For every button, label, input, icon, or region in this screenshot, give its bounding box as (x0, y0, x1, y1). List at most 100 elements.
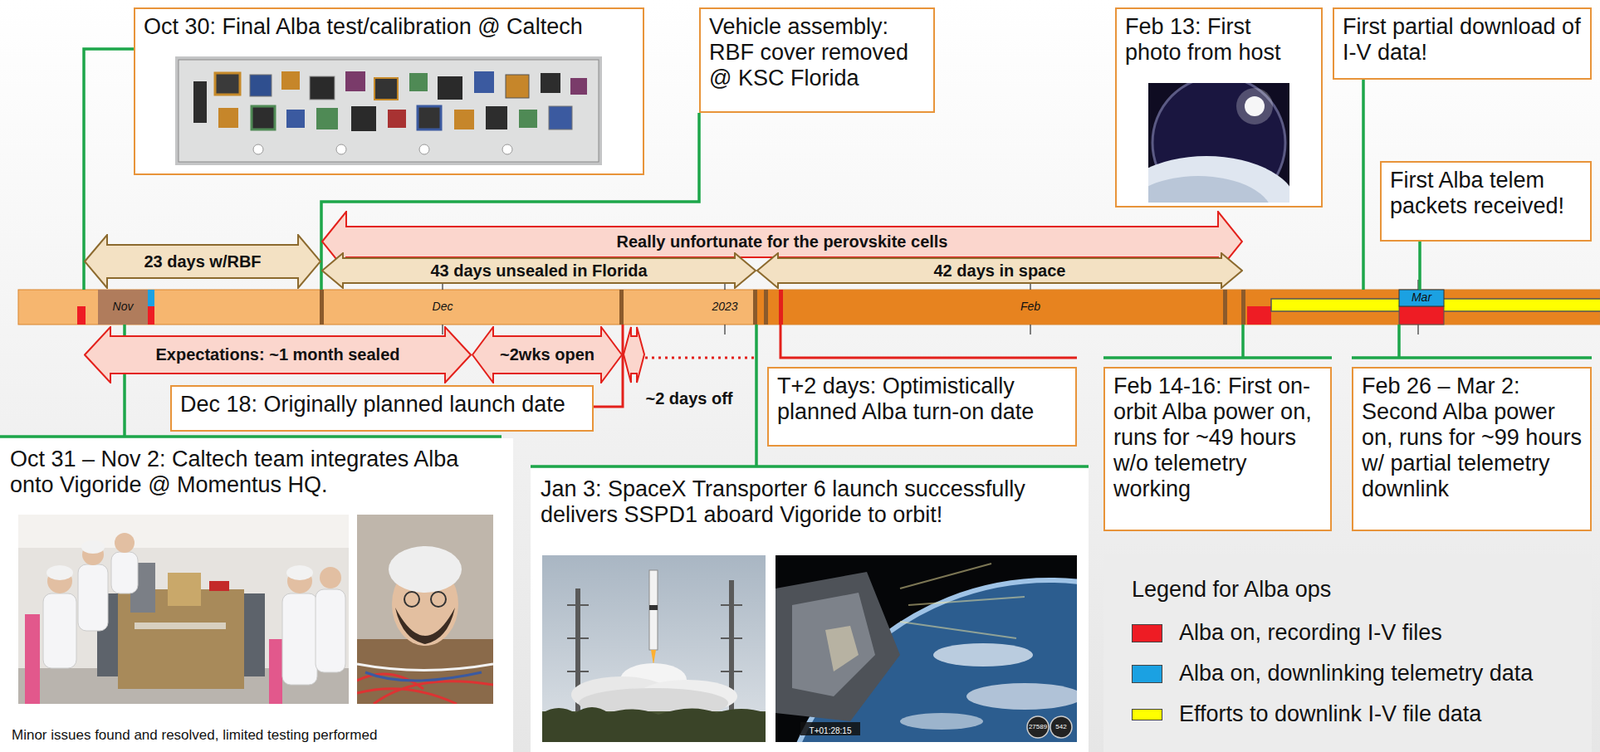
legend-swatch (1131, 624, 1163, 643)
green-leader-lines (1351, 356, 1592, 360)
legend-text: Efforts to downlink I-V file data (1179, 701, 1482, 728)
timeline-bar (1247, 306, 1272, 325)
timeline-bar (763, 289, 769, 325)
calibration-panel-photo (409, 73, 428, 92)
calibration-panel-photo (548, 106, 573, 130)
note-label: ~2 days off (645, 389, 733, 408)
timeline-bar (147, 306, 155, 325)
calibration-panel-photo (485, 106, 508, 130)
integration-photos (357, 664, 494, 671)
integration-photos (357, 674, 494, 705)
calibration-panel-photo (502, 144, 513, 155)
legend-swatch (1131, 665, 1163, 684)
integration-photos (134, 622, 226, 630)
calibration-panel-photo (518, 109, 538, 128)
calibration-panel-photo (540, 73, 561, 93)
launch-photos (775, 555, 1077, 743)
node-text: Feb 26 – Mar 2: Second Alba power on, ru… (1361, 373, 1582, 503)
launch-photos (792, 592, 876, 697)
legend-text: Alba on, recording I-V files (1179, 620, 1443, 646)
arrow-outline (84, 327, 471, 383)
timeline-bar (147, 289, 155, 307)
calibration-panel-photo (218, 107, 239, 128)
timeline-bar (18, 289, 757, 325)
integration-photos (388, 546, 462, 593)
timeline-bar (619, 289, 624, 325)
green-leader-lines (1397, 324, 1401, 358)
node-text: First partial download of I-V data! (1342, 14, 1582, 66)
host-camera-photo (1236, 88, 1273, 125)
launch-photos (1027, 716, 1049, 739)
red-leader-lines (645, 357, 755, 360)
span-arrow: 43 days unsealed in Florida (321, 252, 757, 289)
month-label: Dec (432, 300, 454, 314)
launch-photos (649, 605, 658, 611)
node-text: First Alba telem packets received! (1389, 167, 1582, 220)
node-text: Feb 13: First photo from host (1125, 14, 1313, 66)
timeline-bar (77, 306, 86, 325)
legend-entry: Alba on, recording I-V files (1131, 620, 1443, 646)
timeline-bar (319, 289, 324, 325)
legend-text: Alba on, downlinking telemetry data (1179, 660, 1533, 687)
integration-photos (18, 514, 494, 705)
launch-photos (542, 555, 766, 743)
integration-photos (357, 514, 494, 705)
span-arrow: 23 days w/RBF (83, 234, 322, 289)
node-text: 43 days unsealed in Florida (342, 258, 735, 284)
timeline-bar (97, 289, 148, 325)
calibration-panel-photo (281, 71, 300, 90)
calibration-panel-photo (193, 81, 207, 123)
event-box: Oct 30: Final Alba test/calibration @ Ca… (133, 7, 645, 176)
node-text: Expectations: ~1 month sealed (110, 336, 446, 374)
integration-photos (24, 614, 40, 705)
green-leader-lines (1241, 324, 1245, 358)
integration-photos (111, 552, 138, 594)
legend-entry: Efforts to downlink I-V file data (1131, 701, 1482, 728)
arrow-outline (757, 253, 1243, 289)
calibration-panel-photo (336, 144, 347, 155)
arrow-outline (472, 327, 622, 383)
launch-photos (650, 650, 656, 666)
node-text: Vehicle assembly: RBF cover removed @ KS… (709, 14, 925, 92)
launch-photos (1050, 716, 1072, 739)
timeline-bar (1399, 306, 1444, 325)
month-label: Feb (1020, 300, 1041, 314)
launch-photos (800, 722, 861, 736)
integration-photos (404, 592, 420, 607)
calibration-panel-photo (387, 109, 407, 128)
integration-photos (114, 533, 135, 553)
green-leader-lines (754, 324, 759, 467)
calibration-panel-photo (437, 76, 463, 100)
integration-photos (357, 514, 494, 705)
timeline-bar (1399, 289, 1444, 307)
timeline-bar (1241, 289, 1246, 325)
legend-panel: Legend for Alba opsAlba on, recording I-… (1103, 553, 1592, 752)
node-caption: Minor issues found and resolved, limited… (11, 727, 377, 744)
node-text: Really unfortunate for the perovskite ce… (346, 226, 1219, 258)
node-text: Oct 30: Final Alba test/calibration @ Ca… (143, 14, 635, 40)
launch-photos (825, 626, 859, 672)
node-text: 42 days in space (777, 258, 1222, 284)
node-text: Feb 14-16: First on-orbit Alba power on,… (1113, 373, 1322, 503)
month-label: 2023 (711, 300, 738, 314)
integration-photos (430, 592, 446, 607)
host-camera-photo (1148, 176, 1273, 203)
timeline-bar (753, 289, 758, 325)
timeline-bar (1223, 289, 1228, 325)
photo-panel: Jan 3: SpaceX Transporter 6 launch succe… (530, 468, 1089, 752)
calibration-panel-photo (178, 59, 599, 162)
legend-swatch (1131, 709, 1163, 721)
integration-photos (395, 607, 456, 645)
node-text: Legend for Alba ops (1131, 577, 1331, 603)
launch-photos (966, 683, 1077, 710)
photo-overlay-text: 27589 (1028, 724, 1048, 732)
calibration-panel-photo (374, 78, 398, 100)
event-box: Vehicle assembly: RBF cover removed @ KS… (699, 7, 935, 113)
event-box: Dec 18: Originally planned launch date (170, 385, 594, 432)
photo-panel: Oct 31 – Nov 2: Caltech team integrates … (0, 438, 514, 752)
photo-overlay-text: T+01:28:15 (809, 726, 852, 736)
launch-photos (649, 570, 658, 651)
integration-photos (319, 567, 342, 589)
host-camera-photo (1148, 156, 1290, 203)
